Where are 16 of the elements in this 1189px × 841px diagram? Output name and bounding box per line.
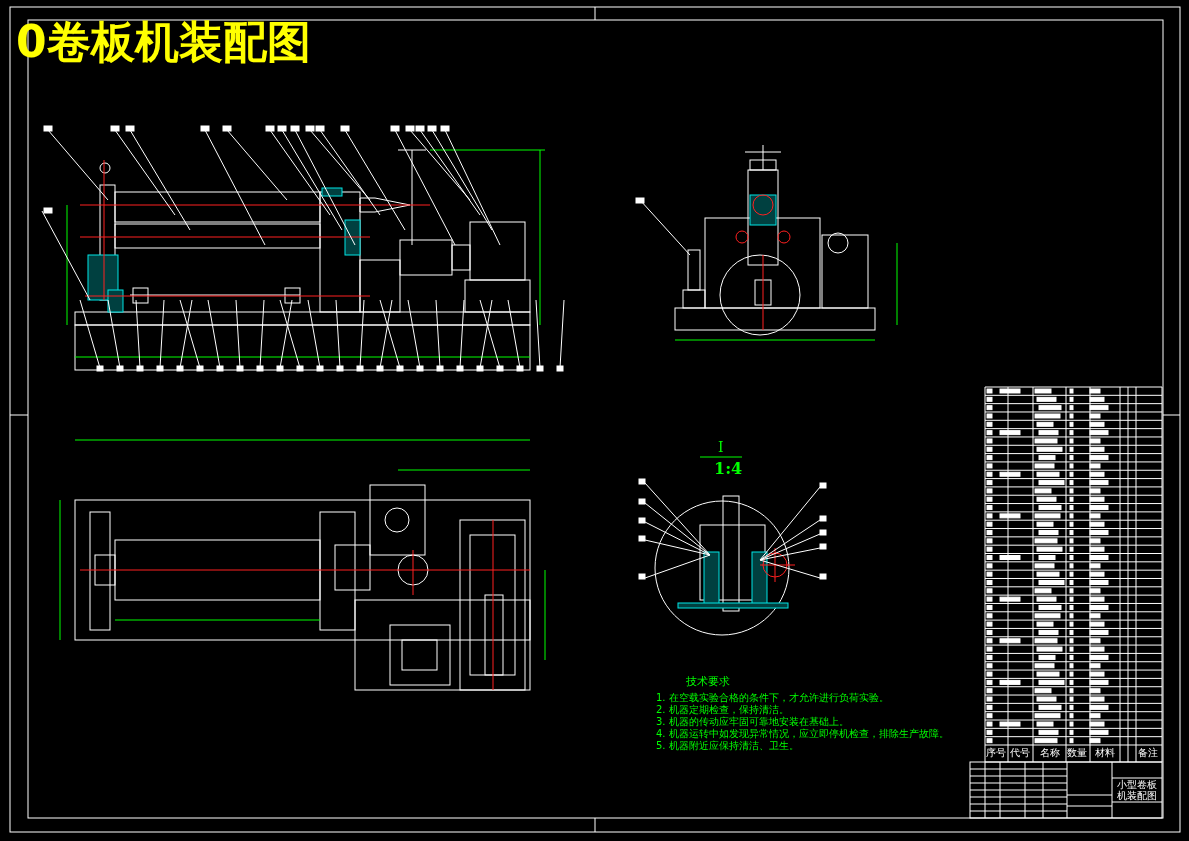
requirement-text: 2. 机器定期检查，保持清洁。 [656, 704, 789, 715]
requirement-text: 3. 机器的传动应牢固可靠地安装在基础上。 [656, 716, 849, 727]
table-header: 备注 [1138, 747, 1158, 758]
scale-label: 1:4 [714, 460, 743, 478]
detail-label: I [718, 440, 724, 456]
table-header: 代号 [1010, 747, 1030, 758]
table-header: 材料 [1095, 747, 1115, 758]
drawing-name: 小型卷板机装配图 [1116, 779, 1158, 801]
requirement-text: 1. 在空载实验合格的条件下，才允许进行负荷实验。 [656, 692, 889, 703]
requirement-text: 4. 机器运转中如发现异常情况，应立即停机检查，排除生产故障。 [656, 728, 949, 739]
requirement-text: 5. 机器附近应保持清洁、卫生。 [656, 740, 799, 751]
requirements-heading: 技术要求 [686, 676, 730, 689]
table-header: 数量 [1067, 747, 1087, 758]
table-header: 名称 [1040, 747, 1060, 758]
table-header: 序号 [986, 747, 1006, 758]
drawing-title: 0卷板机装配图 [16, 18, 311, 67]
